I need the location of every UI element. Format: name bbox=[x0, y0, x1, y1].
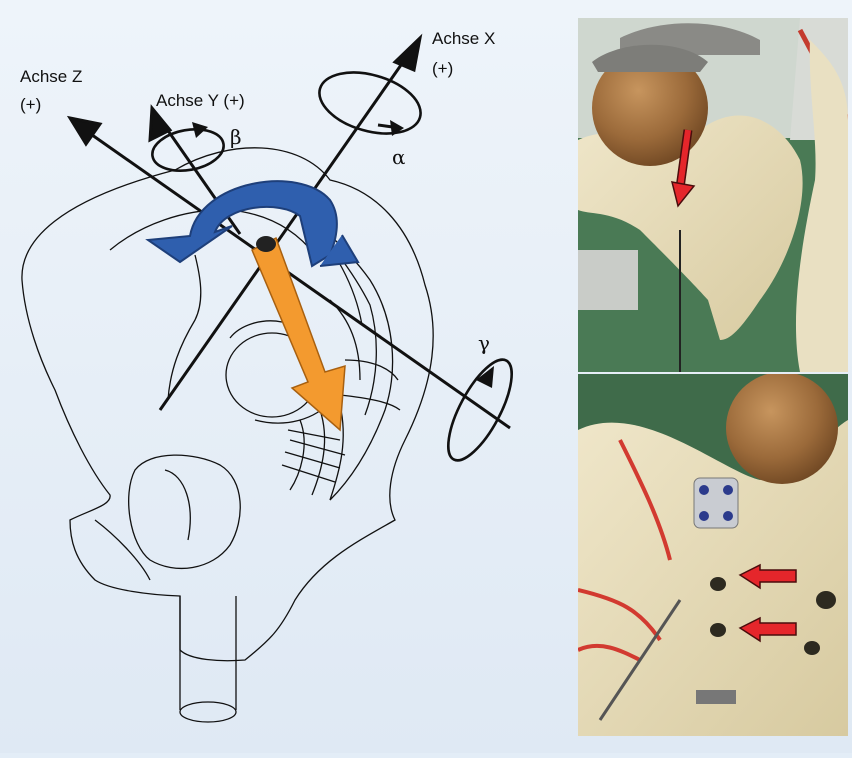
fixation-plate bbox=[694, 478, 738, 528]
label-alpha: α bbox=[392, 145, 406, 169]
wooden-ball-bottom bbox=[726, 372, 838, 484]
label-axis-x: Achse X bbox=[432, 29, 495, 48]
label-axis-x-sign: (+) bbox=[432, 59, 453, 78]
photo-top bbox=[578, 18, 848, 372]
photo-bottom bbox=[578, 372, 848, 736]
label-gamma: γ bbox=[478, 331, 490, 355]
label-axis-z-sign: (+) bbox=[20, 95, 41, 114]
label-beta: β bbox=[230, 125, 242, 149]
label-axis-z: Achse Z bbox=[20, 67, 82, 86]
label-axis-y: Achse Y (+) bbox=[156, 91, 245, 110]
